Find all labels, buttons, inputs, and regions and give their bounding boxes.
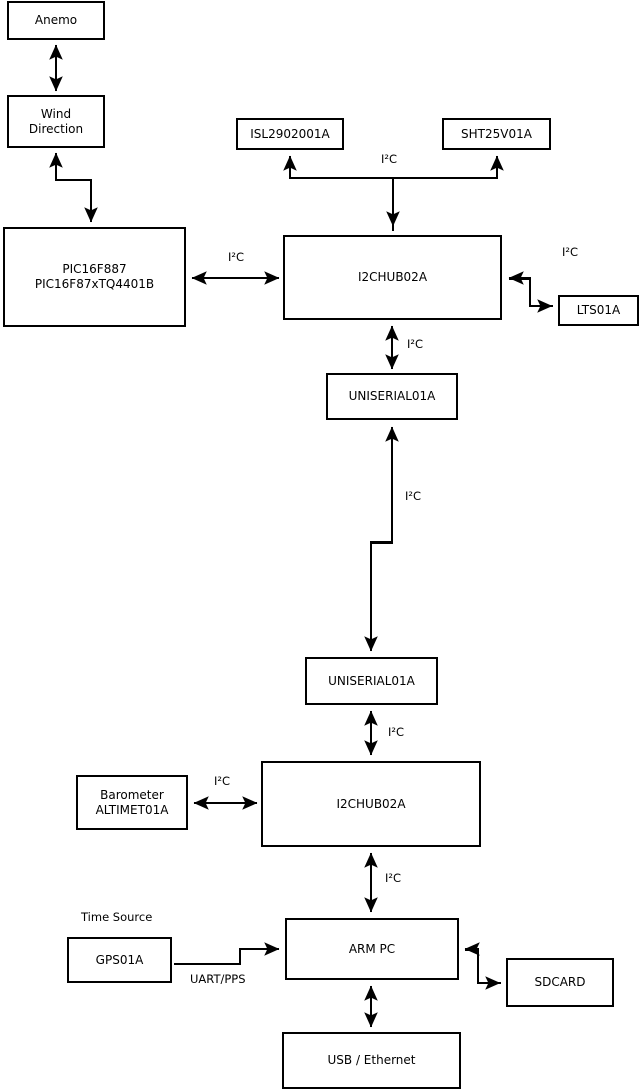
edge-label-i2c-hub2-armpc: I²C xyxy=(385,871,402,885)
edge-label-i2c-sensor-bus: I²C xyxy=(381,152,398,166)
connector-wind-pic xyxy=(49,152,98,223)
node-uniserial01a-upper[interactable]: UNISERIAL01A xyxy=(326,373,458,420)
node-arm-pc[interactable]: ARM PC xyxy=(285,918,459,980)
edge-label-i2c-lts: I²C xyxy=(562,245,579,259)
node-barometer-altimet01a[interactable]: Barometer ALTIMET01A xyxy=(76,775,188,830)
edge-label-i2c-hub-uniserial: I²C xyxy=(407,337,424,351)
edge-label-i2c-uniserial-hub2: I²C xyxy=(388,725,405,739)
connector-uni1-uni2 xyxy=(364,426,399,652)
node-i2chub02a-top[interactable]: I2CHUB02A xyxy=(283,235,502,320)
node-lts01a[interactable]: LTS01A xyxy=(558,295,639,326)
node-sht25v01a[interactable]: SHT25V01A xyxy=(442,118,551,150)
node-pic-microcontroller[interactable]: PIC16F887 PIC16F87xTQ4401B xyxy=(3,227,186,327)
connector-hubtop-sensors xyxy=(283,155,504,231)
edge-label-i2c-barometer: I²C xyxy=(214,774,231,788)
edge-label-uart-pps: UART/PPS xyxy=(190,972,246,986)
edge-label-i2c-pic-hub: I²C xyxy=(228,250,245,264)
node-isl2902001a[interactable]: ISL2902001A xyxy=(236,118,344,150)
node-uniserial01a-lower[interactable]: UNISERIAL01A xyxy=(305,657,438,705)
node-usb-ethernet[interactable]: USB / Ethernet xyxy=(282,1032,461,1089)
connector-armpc-sdcard xyxy=(464,942,501,990)
connector-gps-armpc xyxy=(174,942,280,965)
node-sdcard[interactable]: SDCARD xyxy=(506,958,614,1007)
node-anemo[interactable]: Anemo xyxy=(7,1,105,40)
connector-hubtop-lts xyxy=(508,271,553,313)
label-time-source: Time Source xyxy=(81,910,153,924)
node-i2chub02a-bottom[interactable]: I2CHUB02A xyxy=(261,761,481,847)
node-gps01a[interactable]: GPS01A xyxy=(67,937,172,983)
edge-label-i2c-uniserial-link: I²C xyxy=(405,489,422,503)
node-wind-direction[interactable]: Wind Direction xyxy=(7,95,105,148)
